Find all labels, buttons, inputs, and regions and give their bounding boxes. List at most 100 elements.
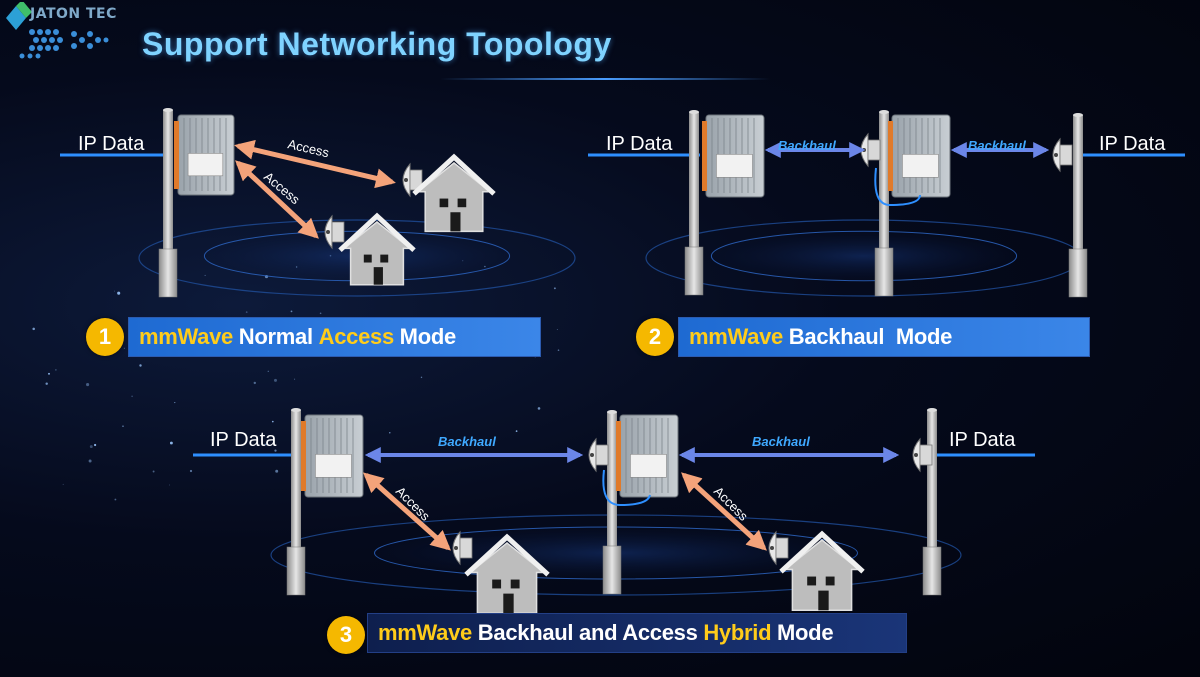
star [88,459,92,463]
dish-feed [770,546,774,550]
mode-text-part: Backhaul Mode [782,324,953,349]
unit-mount [888,121,893,191]
dish-body [331,221,345,243]
house-door [818,590,829,611]
star [131,395,133,398]
star [45,382,48,385]
pole-cap [163,108,173,112]
access-link [681,472,767,551]
houses [338,153,865,615]
pole-cap [927,408,937,412]
backhaul-label: Backhaul [968,138,1026,153]
house-roof [779,530,865,574]
pole-shaft [1073,115,1083,249]
page-title: Support Networking Topology [142,26,612,62]
dish-body [459,537,473,559]
backhaul-label: Backhaul [438,434,496,449]
star [319,312,322,315]
star [139,364,142,367]
brand-name: JATON TEC [30,6,117,22]
star [204,274,206,276]
star [274,378,277,382]
fiber-jumper [874,167,921,207]
house-window [492,579,502,589]
unit-label-plate [716,154,753,178]
mode-text-part: Mode [393,324,457,349]
mode-banner-2: mmWave Backhaul Mode [678,317,1090,357]
house [467,542,547,615]
pole-cap [879,110,889,114]
fiber-jumper [602,469,651,507]
coverage-ring-inner [710,230,1018,282]
house [415,162,493,233]
ip-data-label: IP Data [606,133,673,155]
star [168,484,170,486]
house-window [380,254,389,263]
mode-text-part: mmWave [689,324,783,349]
pole-base [874,247,894,297]
star [48,372,50,375]
house-roof [412,153,496,196]
star [557,349,560,352]
data-lines [60,153,1185,457]
dish-feed [1054,153,1058,157]
unit-label-plate [630,454,667,478]
backhaul-label: Backhaul [752,434,810,449]
house-window [457,198,467,208]
pole-base [286,546,306,596]
dish-feed [914,453,918,457]
star [389,432,391,434]
mode-number-1: 1 [86,318,124,356]
star [275,469,279,473]
star [174,402,176,404]
mode-text-part: Access [318,324,395,349]
access-link [235,160,319,239]
star [271,420,274,423]
star [264,443,267,446]
coverage-ring-outer [138,219,576,297]
dish-body [775,537,789,559]
star [274,449,277,452]
unit-label-plate [315,454,352,478]
mode-banner-3: mmWave Backhaul and Access Hybrid Mode [367,613,907,653]
star [86,383,90,387]
ip-data-label: IP Data [1099,133,1166,155]
star [169,441,173,445]
mode-text-part: Hybrid [703,620,772,645]
pole-base [684,246,704,296]
ip-data-label: IP Data [78,133,145,155]
star [267,370,269,372]
pole-cap [607,410,617,414]
star [556,329,558,331]
house [341,221,413,286]
pole-cap [689,110,699,114]
company-logo [6,2,109,59]
mode-text-part: Backhaul and Access [471,620,704,645]
dish-feed [326,230,330,234]
ip-data-label: IP Data [949,429,1016,451]
house-roof [338,212,416,253]
mode-number-2: 2 [636,318,674,356]
mode-text-part: mmWave [139,324,233,349]
mode-number-3: 3 [327,616,365,654]
pole-shaft [689,112,699,247]
house-window [363,254,372,263]
title-underline [440,78,770,80]
pole-base [602,545,622,595]
star [553,287,556,290]
house-window [510,579,520,589]
star [122,425,124,427]
pole-shaft [879,112,889,248]
star [152,470,155,473]
house-door [503,593,514,614]
pole-base [1068,248,1088,298]
mode-text-part: Normal [232,324,319,349]
ip-data-label: IP Data [210,429,277,451]
star [290,310,293,313]
star [89,445,93,449]
house-window [807,576,817,586]
dish-body [1059,144,1073,166]
star [189,469,193,473]
dish-body [867,139,881,161]
